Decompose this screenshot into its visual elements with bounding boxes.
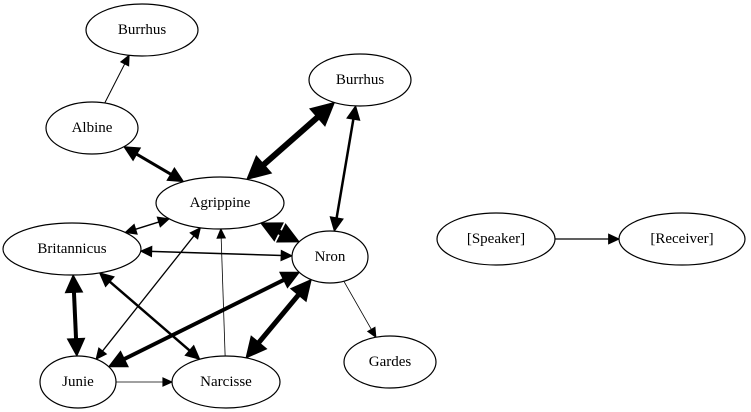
node-label: Gardes [369,354,412,370]
arrow-head-icon [259,222,284,242]
node-burrhus[interactable]: Burrhus [308,53,412,107]
arrow-head-icon [366,326,377,339]
arrow-head-icon [166,166,185,183]
node-label: Burrhus [118,22,166,38]
edge-narcisse-to-agrippine [216,227,227,357]
node-speaker[interactable]: [Speaker] [436,212,556,266]
arrow-head-icon [107,350,129,368]
arrow-head-icon [279,271,301,289]
edge-line [335,117,355,220]
edge-line [134,152,173,177]
node-gardes[interactable]: Gardes [343,335,437,389]
arrow-head-icon [189,226,202,240]
arrow-head-icon [139,245,153,258]
edge-nron-to-gardes [343,281,377,339]
node-label: Albine [72,120,113,136]
edge-line [343,281,373,331]
node-label: [Speaker] [467,231,525,247]
node-label: Burrhus [336,72,384,88]
edge-speaker-to-receiver [555,233,621,245]
arrow-head-icon [280,249,294,262]
arrow-head-icon [346,104,361,121]
node-label: Agrippine [190,195,251,211]
node-albine[interactable]: Albine [45,101,139,155]
edge-narcisse-to-nron [245,278,312,359]
edge-line [150,250,283,257]
edge-britannicus-to-agrippine [124,216,171,235]
edge-britannicus-to-junie [64,273,86,358]
arrow-head-icon [95,347,108,361]
arrow-head-icon [216,227,227,239]
nodes-layer: Burrhus Albine Burrhus Agrippine Britann… [2,3,746,409]
arrow-head-icon [98,272,115,288]
edge-line [220,237,226,357]
node-label: [Receiver] [650,231,713,247]
arrow-head-icon [64,273,84,294]
edge-line [260,113,322,169]
arrow-head-icon [122,146,142,162]
edge-line [121,277,287,362]
node-label: Britannicus [37,241,106,257]
arrow-head-icon [124,223,138,235]
edge-britannicus-to-nron [139,245,294,262]
node-narcisse[interactable]: Narcisse [171,355,281,409]
edges-layer [64,54,621,387]
edge-albine-to-burrhus_top [104,54,130,104]
edge-nron-to-junie [107,271,301,368]
edge-junie-to-agrippine [95,226,202,361]
edge-line [104,62,126,104]
arrow-head-icon [245,335,268,359]
edge-line [107,279,192,353]
edge-burrhus-to-nron [329,104,361,233]
node-burrhus-top[interactable]: Burrhus [85,3,199,57]
node-label: Junie [62,374,94,390]
arrow-head-icon [184,344,201,361]
node-label: Nron [315,249,346,265]
node-receiver[interactable]: [Receiver] [618,212,746,266]
edge-line [255,291,302,346]
node-nron[interactable]: Nron [291,230,369,284]
arrow-head-icon [275,223,301,243]
node-label: Narcisse [200,374,252,390]
arrow-head-icon [66,337,86,358]
edge-albine-to-agrippine [122,146,185,183]
edge-line [101,234,196,353]
edge-junie-to-narcisse [116,377,174,387]
edge-line [71,290,79,341]
arrow-head-icon [308,101,336,127]
arrow-head-icon [162,377,174,387]
arrow-head-icon [246,154,273,181]
arrow-head-icon [289,278,312,303]
arrow-head-icon [608,233,621,245]
edge-line [134,220,161,231]
arrow-head-icon [119,54,130,67]
edge-agrippine-to-nron [259,222,301,243]
arrow-head-icon [329,216,344,233]
edge-agrippine-to-burrhus [246,101,336,181]
node-britannicus[interactable]: Britannicus [2,222,142,276]
node-junie[interactable]: Junie [39,355,117,409]
node-agrippine[interactable]: Agrippine [155,176,285,230]
arrow-head-icon [156,216,171,228]
edge-britannicus-to-narcisse [98,272,201,361]
